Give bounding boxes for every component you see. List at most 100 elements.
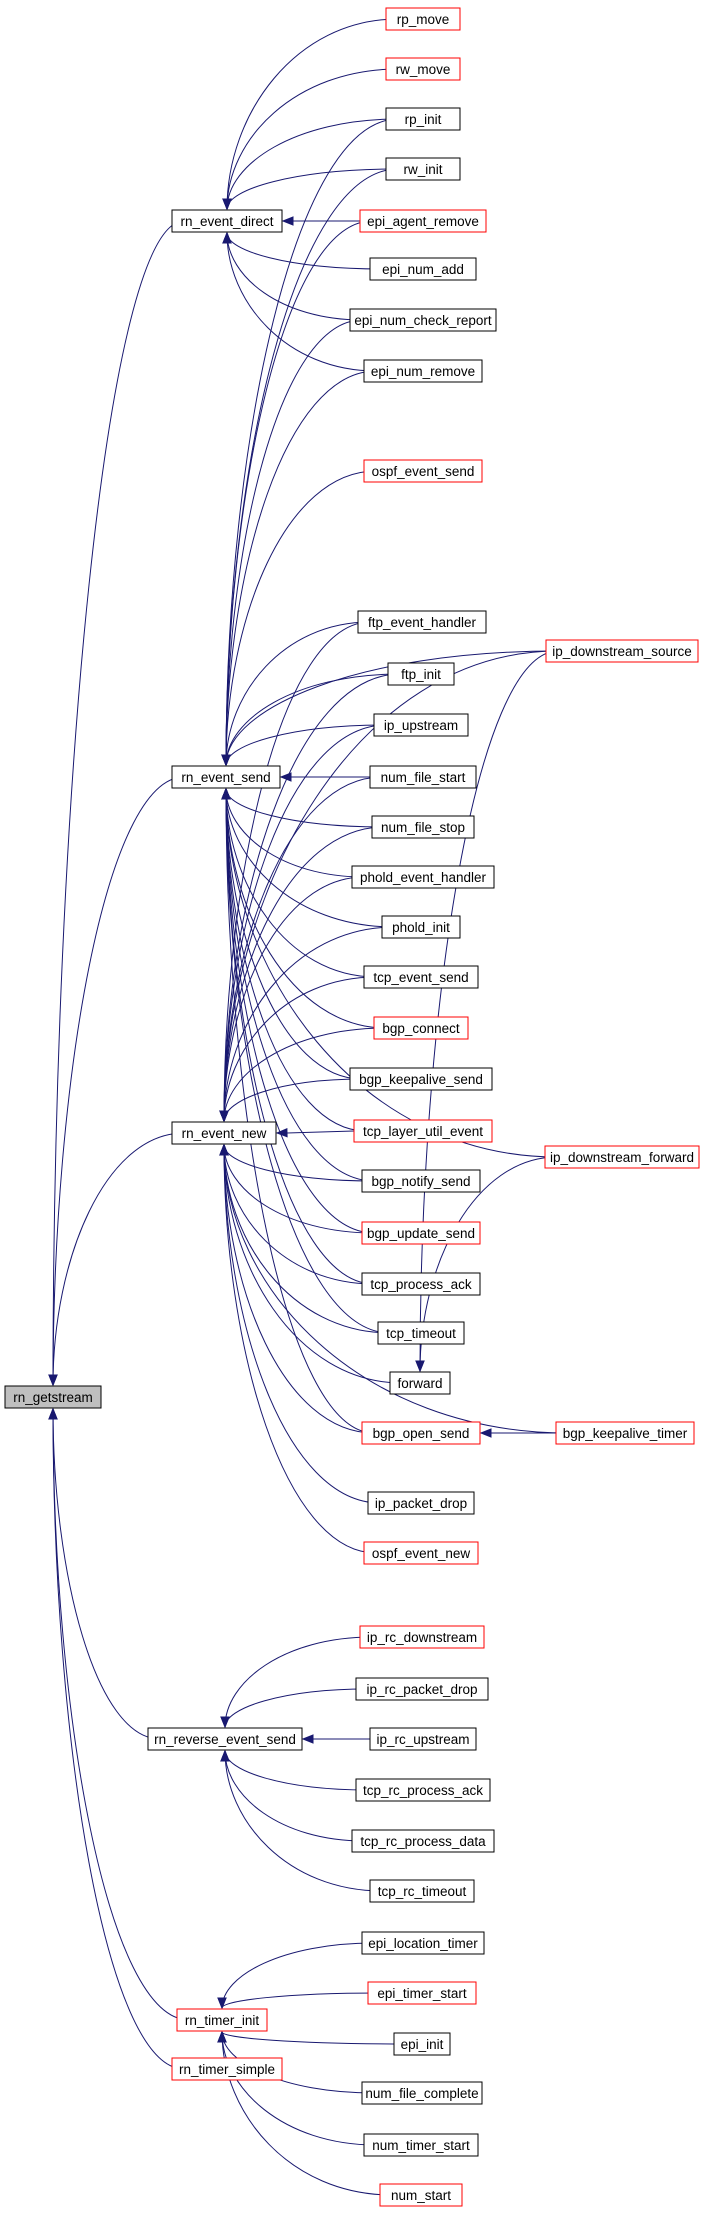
node-label: rn_reverse_event_send	[154, 1732, 296, 1747]
node-label: rw_init	[403, 162, 442, 177]
node-bgp_open_send[interactable]: bgp_open_send	[361, 1421, 481, 1445]
node-epi_init[interactable]: epi_init	[393, 2032, 451, 2056]
node-num_file_stop[interactable]: num_file_stop	[371, 815, 475, 839]
edge-arrowhead	[220, 1716, 230, 1729]
node-tcp_timeout[interactable]: tcp_timeout	[377, 1321, 465, 1345]
edge-epi_location_timer-to-rn_timer_init	[221, 1942, 375, 2009]
edge-ftp_event_handler-to-rn_event_send	[225, 621, 371, 766]
node-label: ip_packet_drop	[375, 1496, 467, 1511]
node-box	[363, 2133, 479, 2157]
node-rn_timer_simple[interactable]: rn_timer_simple	[171, 2057, 283, 2081]
edge-arrowhead	[275, 1127, 288, 1138]
node-label: num_file_complete	[365, 2086, 478, 2101]
node-rn_event_new[interactable]: rn_event_new	[171, 1121, 277, 1145]
node-label: epi_num_add	[382, 262, 464, 277]
node-rn_event_send[interactable]: rn_event_send	[171, 765, 281, 789]
node-box	[361, 2081, 483, 2105]
node-box	[367, 1491, 475, 1515]
node-box	[393, 2032, 451, 2056]
node-ospf_event_new[interactable]: ospf_event_new	[363, 1541, 479, 1565]
node-tcp_rc_timeout[interactable]: tcp_rc_timeout	[369, 1879, 475, 1903]
node-epi_num_add[interactable]: epi_num_add	[369, 257, 477, 281]
node-tcp_layer_util_event[interactable]: tcp_layer_util_event	[353, 1119, 493, 1143]
node-num_file_complete[interactable]: num_file_complete	[361, 2081, 483, 2105]
edge-arrowhead	[221, 754, 231, 767]
node-rw_init[interactable]: rw_init	[385, 157, 461, 181]
node-bgp_connect[interactable]: bgp_connect	[373, 1016, 469, 1040]
node-ftp_event_handler[interactable]: ftp_event_handler	[357, 610, 487, 634]
node-rn_reverse_event_send[interactable]: rn_reverse_event_send	[147, 1727, 303, 1751]
node-box	[361, 1931, 485, 1955]
node-box	[359, 209, 487, 233]
node-ip_rc_downstream[interactable]: ip_rc_downstream	[359, 1625, 485, 1649]
node-epi_timer_start[interactable]: epi_timer_start	[367, 1981, 477, 2005]
node-bgp_notify_send[interactable]: bgp_notify_send	[361, 1169, 481, 1193]
edge-ip_downstream_source-to-rn_event_send	[225, 650, 559, 766]
edge-bgp_keepalive_send-to-rn_event_send	[225, 788, 363, 1080]
node-label: epi_agent_remove	[367, 214, 479, 229]
edge-ospf_event_new-to-rn_event_new	[223, 1144, 377, 1554]
edge-tcp_event_send-to-rn_event_new	[223, 976, 377, 1122]
node-ip_downstream_source[interactable]: ip_downstream_source	[545, 639, 699, 663]
node-rn_getstream[interactable]: rn_getstream	[4, 1385, 102, 1409]
node-ip_rc_upstream[interactable]: ip_rc_upstream	[369, 1727, 477, 1751]
node-label: rn_timer_simple	[179, 2062, 275, 2077]
node-phold_init[interactable]: phold_init	[381, 915, 461, 939]
edge-ip_downstream_source-to-forward	[419, 650, 559, 1372]
node-ip_packet_drop[interactable]: ip_packet_drop	[367, 1491, 475, 1515]
node-rw_move[interactable]: rw_move	[385, 57, 461, 81]
node-ip_rc_packet_drop[interactable]: ip_rc_packet_drop	[355, 1677, 489, 1701]
node-ftp_init[interactable]: ftp_init	[387, 662, 455, 686]
node-bgp_keepalive_timer[interactable]: bgp_keepalive_timer	[555, 1421, 695, 1445]
node-ospf_event_send[interactable]: ospf_event_send	[363, 459, 483, 483]
node-phold_event_handler[interactable]: phold_event_handler	[351, 865, 495, 889]
node-epi_location_timer[interactable]: epi_location_timer	[361, 1931, 485, 1955]
node-ip_upstream[interactable]: ip_upstream	[373, 713, 469, 737]
node-label: num_start	[391, 2188, 451, 2203]
edge-arrowhead	[217, 1997, 227, 2010]
edge-ip_rc_packet_drop-to-rn_reverse_event_send	[224, 1688, 369, 1728]
node-tcp_event_send[interactable]: tcp_event_send	[363, 965, 479, 989]
edge-tcp_timeout-to-rn_event_new	[223, 1144, 391, 1334]
node-label: ip_rc_upstream	[376, 1732, 469, 1747]
node-box	[369, 765, 477, 789]
node-box	[171, 1121, 277, 1145]
node-ip_downstream_forward[interactable]: ip_downstream_forward	[544, 1145, 700, 1169]
node-tcp_process_ack[interactable]: tcp_process_ack	[361, 1272, 481, 1296]
node-box	[371, 815, 475, 839]
node-bgp_keepalive_send[interactable]: bgp_keepalive_send	[349, 1067, 493, 1091]
node-label: ip_downstream_forward	[550, 1150, 694, 1165]
node-num_start[interactable]: num_start	[379, 2183, 463, 2207]
node-epi_agent_remove[interactable]: epi_agent_remove	[359, 209, 487, 233]
edge-num_file_start-to-rn_event_new	[223, 776, 383, 1122]
node-num_timer_start[interactable]: num_timer_start	[363, 2133, 479, 2157]
edge-epi_init-to-rn_timer_init	[221, 2031, 407, 2045]
node-label: ip_rc_packet_drop	[366, 1682, 477, 1697]
node-rp_init[interactable]: rp_init	[385, 107, 461, 131]
node-label: tcp_layer_util_event	[363, 1124, 483, 1139]
edge-tcp_event_send-to-rn_event_send	[225, 788, 377, 978]
node-epi_num_check_report[interactable]: epi_num_check_report	[349, 308, 497, 332]
edge-ip_upstream-to-rn_event_new	[223, 724, 387, 1122]
node-rp_move[interactable]: rp_move	[385, 7, 461, 31]
edge-ip_rc_downstream-to-rn_reverse_event_send	[224, 1636, 373, 1728]
node-label: rn_event_send	[181, 770, 270, 785]
edge-tcp_process_ack-to-rn_event_send	[225, 788, 375, 1285]
node-forward[interactable]: forward	[389, 1371, 451, 1395]
edge-epi_timer_start-to-rn_timer_init	[221, 1992, 381, 2009]
node-box	[353, 1119, 493, 1143]
edge-tcp_timeout-to-rn_event_send	[225, 788, 391, 1334]
node-bgp_update_send[interactable]: bgp_update_send	[361, 1221, 481, 1245]
node-tcp_rc_process_ack[interactable]: tcp_rc_process_ack	[355, 1778, 491, 1802]
node-rn_timer_init[interactable]: rn_timer_init	[176, 2008, 268, 2032]
edge-ftp_init-to-rn_event_send	[225, 673, 401, 766]
node-num_file_start[interactable]: num_file_start	[369, 765, 477, 789]
node-rn_event_direct[interactable]: rn_event_direct	[171, 209, 283, 233]
edge-epi_num_check_report-to-rn_event_direct	[226, 232, 363, 321]
node-epi_num_remove[interactable]: epi_num_remove	[363, 359, 483, 383]
edge-tcp_process_ack-to-rn_event_new	[223, 1144, 375, 1285]
node-tcp_rc_process_data[interactable]: tcp_rc_process_data	[351, 1829, 495, 1853]
node-box	[355, 1778, 491, 1802]
edge-num_start-to-rn_timer_init	[221, 2031, 393, 2196]
